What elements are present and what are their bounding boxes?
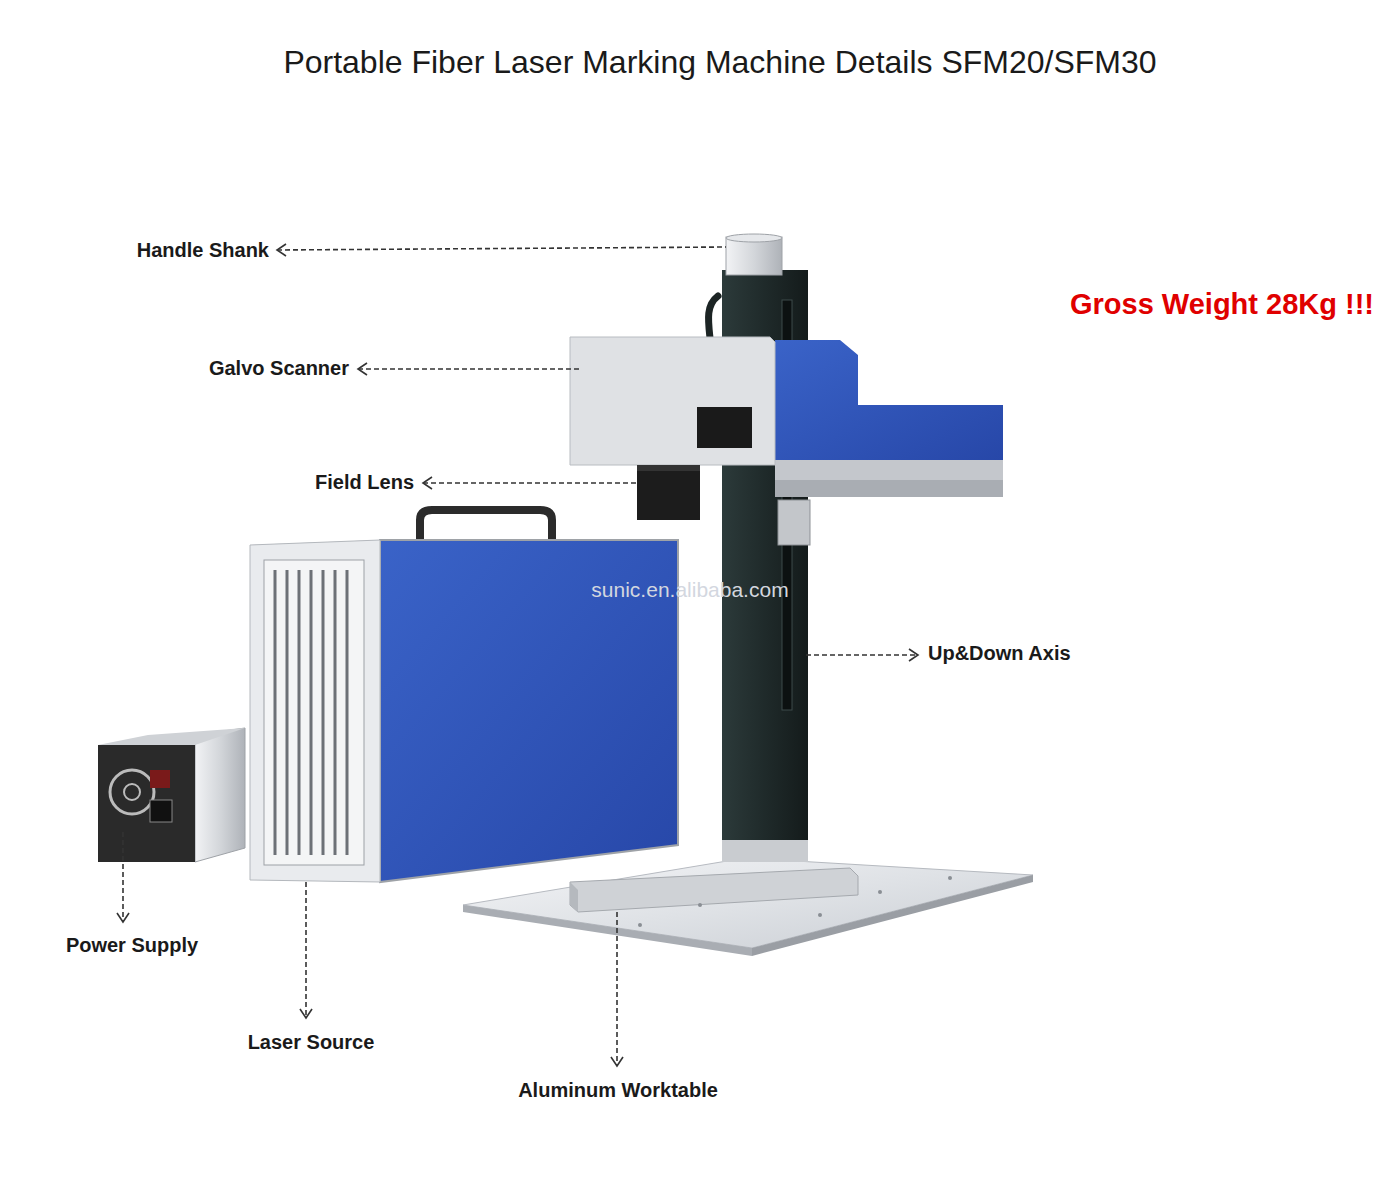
part-label: Laser Source <box>248 1030 375 1054</box>
part-label: Field Lens <box>315 470 414 494</box>
laser-source-box <box>250 510 678 882</box>
part-label: Power Supply <box>66 933 198 957</box>
galvo-head <box>570 337 1003 520</box>
part-label: Aluminum Worktable <box>518 1078 718 1102</box>
column <box>708 234 810 862</box>
worktable <box>463 858 1033 956</box>
weight-note: Gross Weight 28Kg !!! <box>1070 287 1374 322</box>
title: Portable Fiber Laser Marking Machine Det… <box>283 43 1156 81</box>
part-label: Galvo Scanner <box>209 356 349 380</box>
power-supply-box <box>98 728 245 862</box>
watermark: sunic.en.alibaba.com <box>591 577 788 602</box>
leader-line <box>117 244 918 1066</box>
part-label: Handle Shank <box>137 238 269 262</box>
part-label: Up&Down Axis <box>928 641 1071 665</box>
